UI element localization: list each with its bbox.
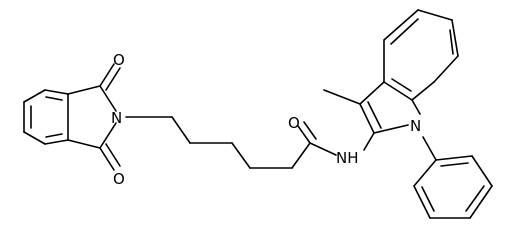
indole-benzene-ring bbox=[383, 9, 459, 101]
indole-pyrrole-ring bbox=[323, 81, 421, 151]
nitrogen-indole-label: N bbox=[410, 117, 421, 135]
structure-canvas: O O N O NH N bbox=[23, 9, 493, 219]
phthalimide-benzene-ring bbox=[23, 89, 69, 145]
oxygen-amide-label: O bbox=[288, 114, 300, 132]
imide-ring bbox=[67, 63, 121, 171]
nh-amide-label: NH bbox=[336, 149, 359, 167]
phenyl-ring bbox=[413, 136, 493, 219]
oxygen-top-label: O bbox=[113, 51, 125, 69]
alkyl-chain bbox=[125, 116, 337, 169]
oxygen-bottom-label: O bbox=[113, 170, 125, 188]
molecule-diagram: O O N O NH N bbox=[23, 9, 493, 219]
nitrogen-phthalimide-label: N bbox=[111, 109, 122, 127]
